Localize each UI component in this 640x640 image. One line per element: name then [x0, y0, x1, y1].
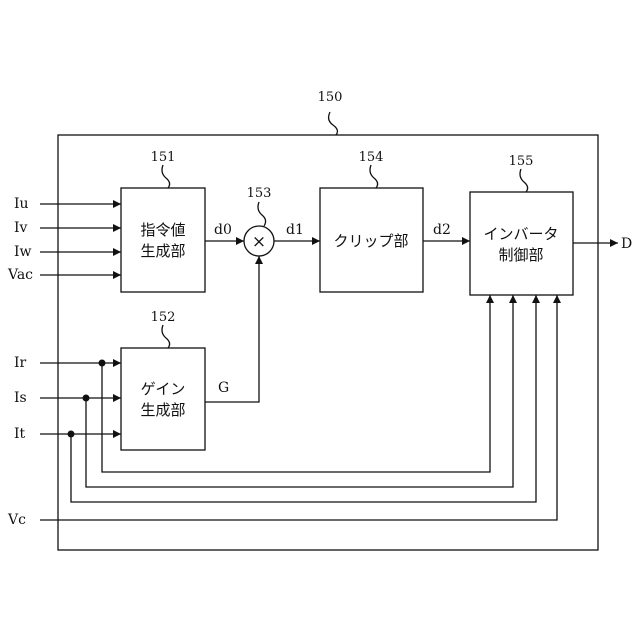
ref-154: 154 — [359, 150, 384, 165]
inverter-control-block — [470, 192, 573, 295]
leader-155 — [520, 169, 528, 192]
input-label-iu: Iu — [14, 196, 29, 212]
leader-150 — [329, 112, 338, 135]
block-152-label-line2: 生成部 — [140, 401, 185, 419]
input-label-iw: Iw — [14, 244, 32, 260]
signal-label-d1: d1 — [286, 222, 304, 238]
block-155-label-line1: インバータ — [483, 225, 558, 243]
ref-150: 150 — [318, 90, 343, 105]
ref-152: 152 — [151, 310, 176, 325]
block-151-label-line1: 指令値 — [140, 221, 185, 239]
signal-label-d0: d0 — [214, 222, 232, 238]
leader-152 — [162, 325, 170, 348]
input-label-iv: Iv — [14, 220, 28, 236]
signal-label-g: G — [218, 380, 229, 396]
input-label-is: Is — [14, 390, 27, 406]
ref-155: 155 — [509, 154, 534, 169]
block-154-label: クリップ部 — [333, 232, 408, 250]
input-label-vc: Vc — [7, 512, 26, 528]
arrow-g — [205, 256, 259, 402]
path-it-to-155 — [71, 295, 536, 502]
leader-153 — [258, 202, 266, 226]
leader-154 — [370, 165, 378, 188]
controller-boundary — [58, 135, 598, 550]
block-155-label-line2: 制御部 — [498, 246, 543, 264]
output-label-d: D — [621, 236, 632, 252]
input-label-it: It — [14, 426, 26, 442]
multiply-symbol: × — [252, 232, 266, 252]
input-label-ir: Ir — [14, 355, 27, 371]
path-vc-to-155 — [40, 295, 557, 520]
leader-151 — [162, 165, 170, 188]
block-151-label-line2: 生成部 — [140, 242, 185, 260]
command-value-generator-block — [121, 188, 205, 292]
ref-153: 153 — [247, 186, 272, 201]
block-152-label-line1: ゲイン — [141, 380, 186, 398]
ref-151: 151 — [151, 150, 176, 165]
input-label-vac: Vac — [7, 267, 33, 283]
signal-label-d2: d2 — [433, 222, 451, 238]
gain-generator-block — [121, 348, 205, 450]
